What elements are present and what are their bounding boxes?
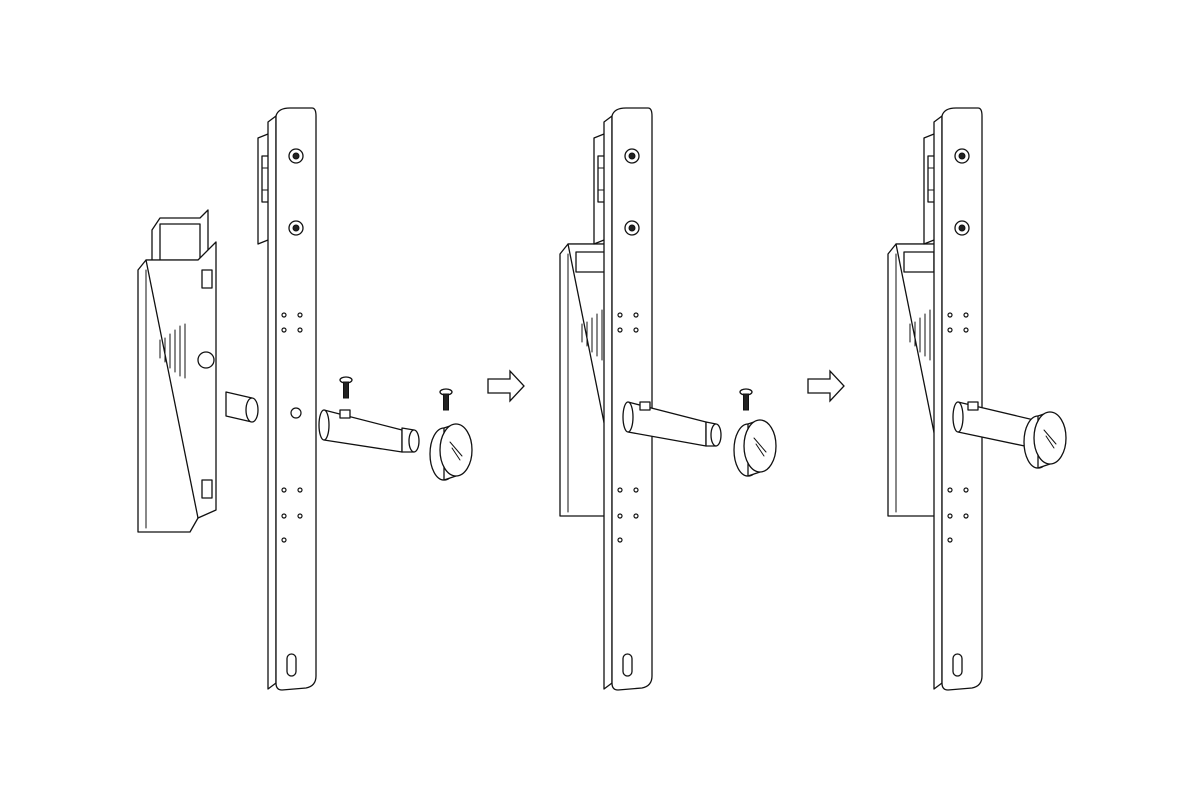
screw [439,388,453,411]
actuator-pin [225,391,259,423]
screw [739,388,753,411]
actuator-sleeve [318,409,420,453]
step-1-exploded-view [137,107,473,691]
switch-body [137,209,217,533]
step-2-partial-assembly [559,107,777,691]
actuator-sleeve [622,401,722,447]
right-arrow-icon [487,370,525,402]
step-3-assembled [887,107,1067,691]
mounting-plate [257,107,317,691]
handle-knob [429,423,473,481]
handle-knob [1023,411,1067,469]
screw [339,376,353,399]
right-arrow-icon [807,370,845,402]
handle-knob [733,419,777,477]
